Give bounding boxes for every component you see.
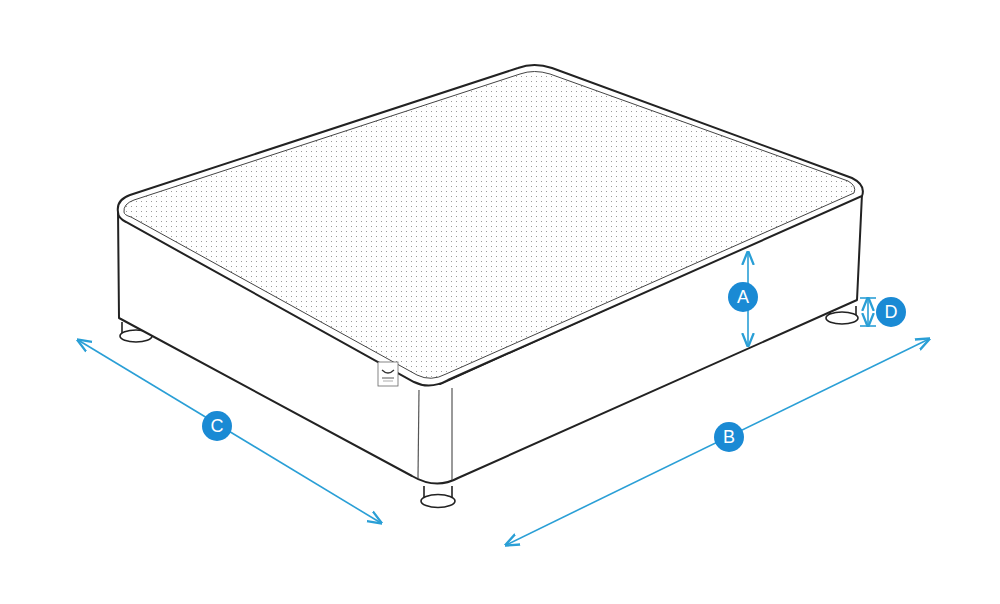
- brand-tag: [378, 362, 398, 386]
- callout-letter: D: [876, 297, 906, 327]
- callout-circles: [202, 282, 906, 452]
- bed-base-top-rim: [118, 65, 863, 386]
- callout-letter: B: [714, 422, 744, 452]
- callout-letter: A: [728, 282, 758, 312]
- corner-edge: [451, 388, 452, 480]
- callout-letter: C: [202, 411, 232, 441]
- corner-edge: [418, 390, 419, 478]
- dimension-lines: [78, 252, 929, 545]
- bed-base-top-fabric: [124, 72, 855, 379]
